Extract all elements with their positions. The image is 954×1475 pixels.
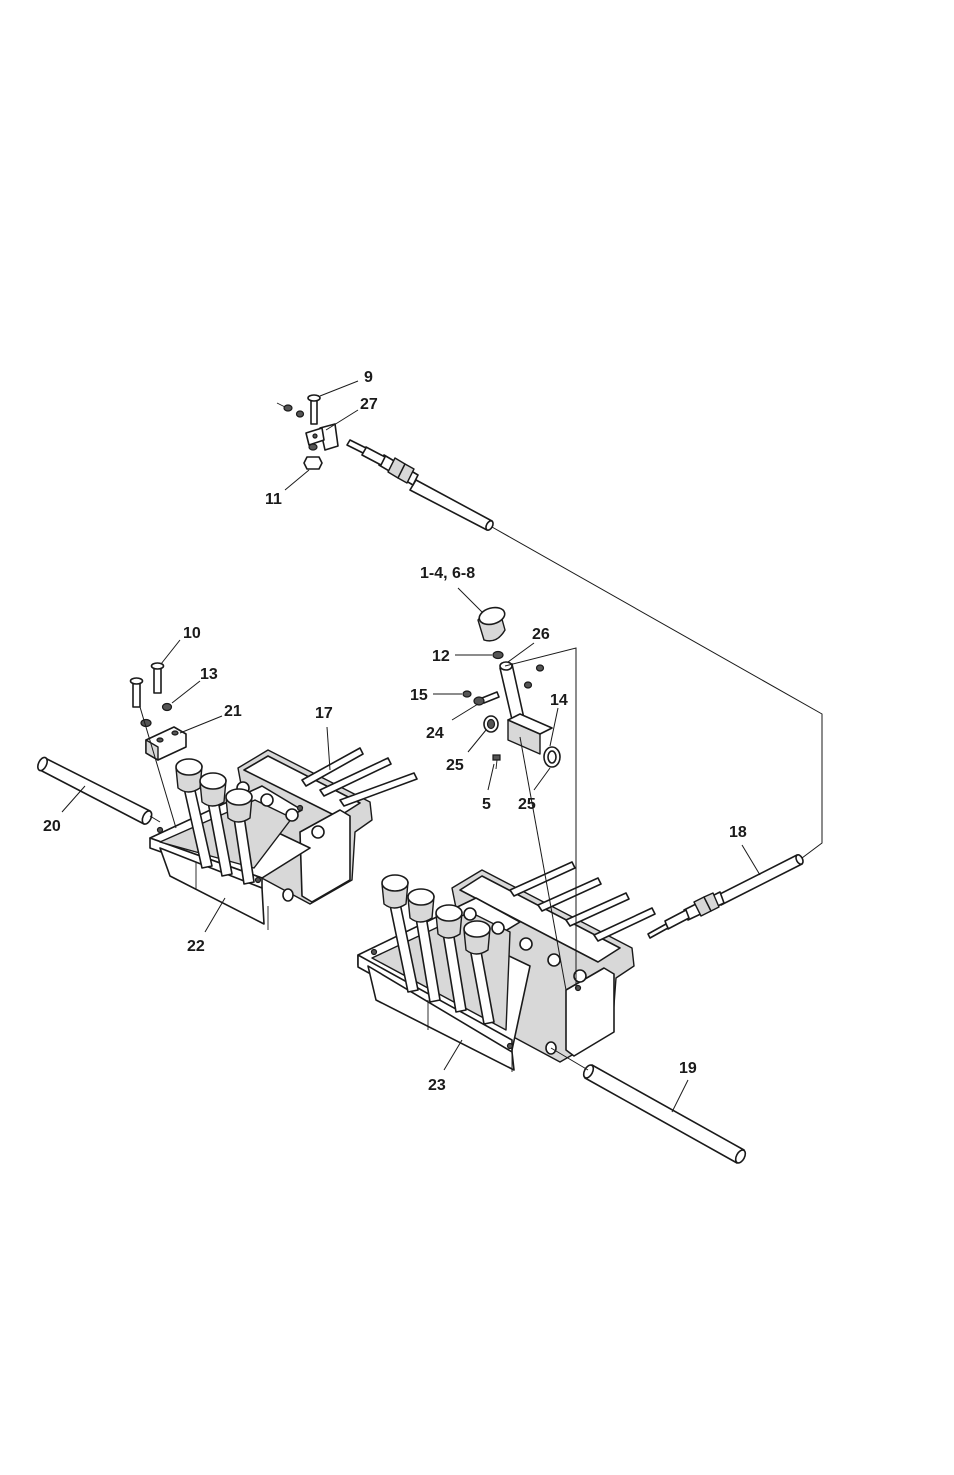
callout-11: 11 <box>265 491 282 508</box>
cable-18 <box>647 854 804 939</box>
callout-10: 10 <box>183 625 201 642</box>
callout-9: 9 <box>364 369 373 386</box>
callout-18: 18 <box>729 824 747 841</box>
rod-19 <box>582 1064 747 1164</box>
callout-23: 23 <box>428 1077 446 1094</box>
callout-17: 17 <box>315 705 333 722</box>
leader-lines <box>61 380 823 1113</box>
callout-13: 13 <box>200 666 218 683</box>
control-unit-22 <box>149 747 418 930</box>
callout-25-right: 25 <box>518 796 536 813</box>
cable-end-assembly-top <box>276 394 494 531</box>
callout-5: 5 <box>482 796 491 813</box>
callout-14: 14 <box>550 692 568 709</box>
callout-25-left: 25 <box>446 757 464 774</box>
callout-27: 27 <box>360 396 378 413</box>
callout-labels: 9 27 11 1-4, 6-8 26 12 15 14 24 25 25 5 … <box>43 369 747 1094</box>
callout-15: 15 <box>410 687 428 704</box>
callout-22: 22 <box>187 938 205 955</box>
callout-21: 21 <box>224 703 242 720</box>
left-clamp-parts <box>129 662 187 761</box>
callout-1-4-6-8: 1-4, 6-8 <box>420 565 475 582</box>
callout-12: 12 <box>432 648 450 665</box>
rod-20 <box>37 756 153 825</box>
callout-20: 20 <box>43 818 61 835</box>
callout-26: 26 <box>532 626 550 643</box>
callout-19: 19 <box>679 1060 697 1077</box>
callout-24: 24 <box>426 725 444 742</box>
control-unit-23 <box>357 861 656 1072</box>
